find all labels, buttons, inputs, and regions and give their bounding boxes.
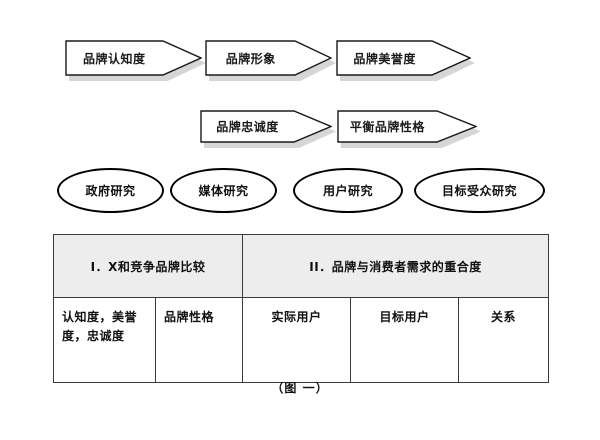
figure-caption: （图 一）	[271, 381, 329, 395]
research-ellipse-user: 用户研究	[293, 168, 403, 213]
flow-arrow-brand-image: 品牌形象	[205, 40, 336, 81]
research-ellipse-label: 政府研究	[85, 184, 136, 198]
flow-arrow-brand-awareness: 品牌认知度	[65, 40, 206, 81]
table-cell-relationship: 关系	[457, 297, 550, 383]
flow-arrow-label: 品牌美誉度	[353, 51, 416, 66]
table-header-row: I．X和竞争品牌比较 II．品牌与消费者需求的重合度	[53, 234, 550, 298]
table-cell-actual-users: 实际用户	[242, 297, 351, 383]
research-ellipse-government: 政府研究	[57, 168, 164, 213]
arrow-body	[65, 40, 202, 76]
arrow-body	[336, 40, 471, 76]
table-header-cell-overlap: II．品牌与消费者需求的重合度	[241, 234, 550, 298]
table-cell-awareness-reputation-loyalty: 认知度，美誉度，忠诚度	[53, 297, 156, 383]
flow-arrow-brand-reputation: 品牌美誉度	[336, 40, 475, 81]
table-cell-brand-personality: 品牌性格	[155, 297, 243, 383]
arrow-body	[205, 40, 332, 76]
flow-arrow-balanced-brand-personality: 平衡品牌性格	[337, 110, 481, 148]
arrow-body	[200, 110, 332, 143]
flow-arrow-label: 品牌形象	[225, 51, 276, 66]
flow-arrow-label: 平衡品牌性格	[349, 120, 425, 134]
research-ellipse-target-audience: 目标受众研究	[414, 168, 545, 213]
flow-arrow-label: 品牌认知度	[83, 51, 146, 66]
research-ellipse-label: 目标受众研究	[441, 184, 517, 198]
comparison-matrix-table: I．X和竞争品牌比较 II．品牌与消费者需求的重合度 认知度，美誉度，忠诚度 品…	[53, 234, 550, 383]
flow-arrow-brand-loyalty: 品牌忠诚度	[200, 110, 336, 148]
arrow-body	[337, 110, 477, 143]
research-ellipse-label: 媒体研究	[198, 184, 249, 198]
flow-arrow-label: 品牌忠诚度	[216, 120, 279, 134]
table-cell-target-users: 目标用户	[350, 297, 459, 383]
table-header-cell-comparison: I．X和竞争品牌比较	[53, 234, 243, 298]
research-ellipse-label: 用户研究	[322, 184, 373, 198]
research-ellipse-media: 媒体研究	[170, 168, 277, 213]
table-row: 认知度，美誉度，忠诚度 品牌性格 实际用户 目标用户 关系	[53, 297, 550, 383]
